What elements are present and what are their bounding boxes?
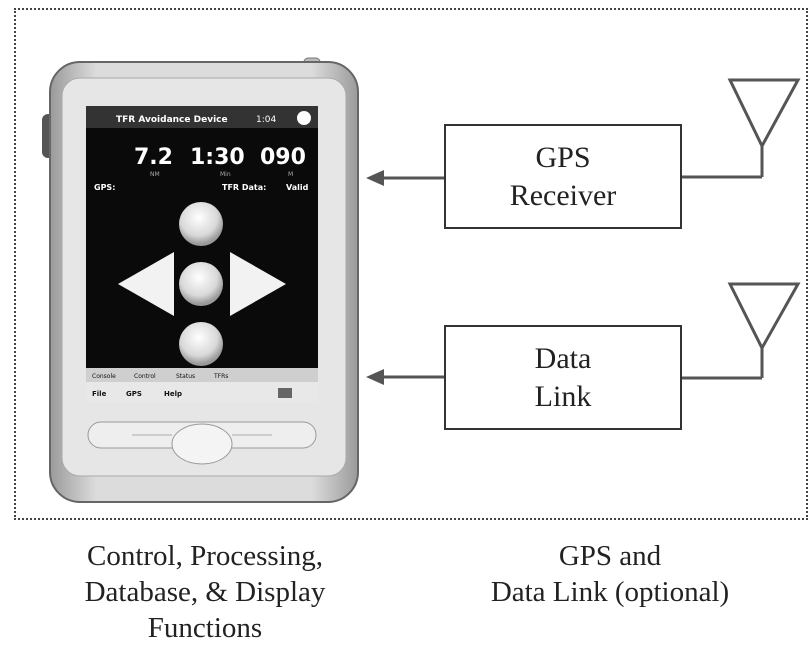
pda-device: TFR Avoidance Device 1:04 7.2 1:30 090 N… [42,57,359,503]
readout-distance: 7.2 [134,145,173,170]
caption-right-line1: GPS and [558,540,662,572]
readout-distance-unit: NM [150,171,160,178]
up-ball-button [179,202,223,246]
right-arrow-icon [230,252,286,316]
gps-status-label: GPS: [94,183,115,192]
dpad-button [171,423,233,465]
down-ball-button [179,322,223,366]
readout-heading-unit: M [288,171,293,178]
gps-antenna-icon [727,78,801,150]
datalink-arrowhead-icon [366,369,384,385]
caption-right-line2: Data Link (optional) [490,576,730,608]
menu-help: Help [164,390,182,398]
center-ball-button [179,262,223,306]
tfr-data-status: Valid [286,183,309,192]
caption-left-line1: Control, Processing, [86,540,324,572]
screen-clock: 1:04 [256,115,276,125]
tab-control: Control [134,373,156,380]
caption-left-line2: Database, & Display [84,576,326,608]
system-boundary [14,8,808,520]
screen-title: TFR Avoidance Device [116,115,228,125]
caption-gps-datalink: GPS and Data Link (optional) [440,538,780,610]
caption-left-line3: Functions [147,612,263,644]
gps-box-line2: Receiver [509,178,617,212]
caption-device-functions: Control, Processing, Database, & Display… [40,538,370,646]
menu-file: File [92,390,107,398]
left-arrow-icon [118,252,174,316]
datalink-antenna-icon [727,282,801,352]
gps-box-line1: GPS [535,141,591,174]
tfr-data-label: TFR Data: [222,183,266,192]
readout-time: 1:30 [190,145,245,170]
tab-console: Console [92,373,116,380]
gps-receiver-box: GPS Receiver [444,124,682,229]
gps-arrowhead-icon [366,170,384,186]
tab-tfrs: TFRs [213,373,228,380]
tab-status: Status [176,373,195,380]
data-link-box: Data Link [444,325,682,430]
readout-time-unit: Min [220,171,231,178]
datalink-box-line1: Data [534,342,592,375]
datalink-box-line2: Link [534,379,592,413]
menu-gps: GPS [126,390,142,398]
readout-heading: 090 [260,145,306,170]
